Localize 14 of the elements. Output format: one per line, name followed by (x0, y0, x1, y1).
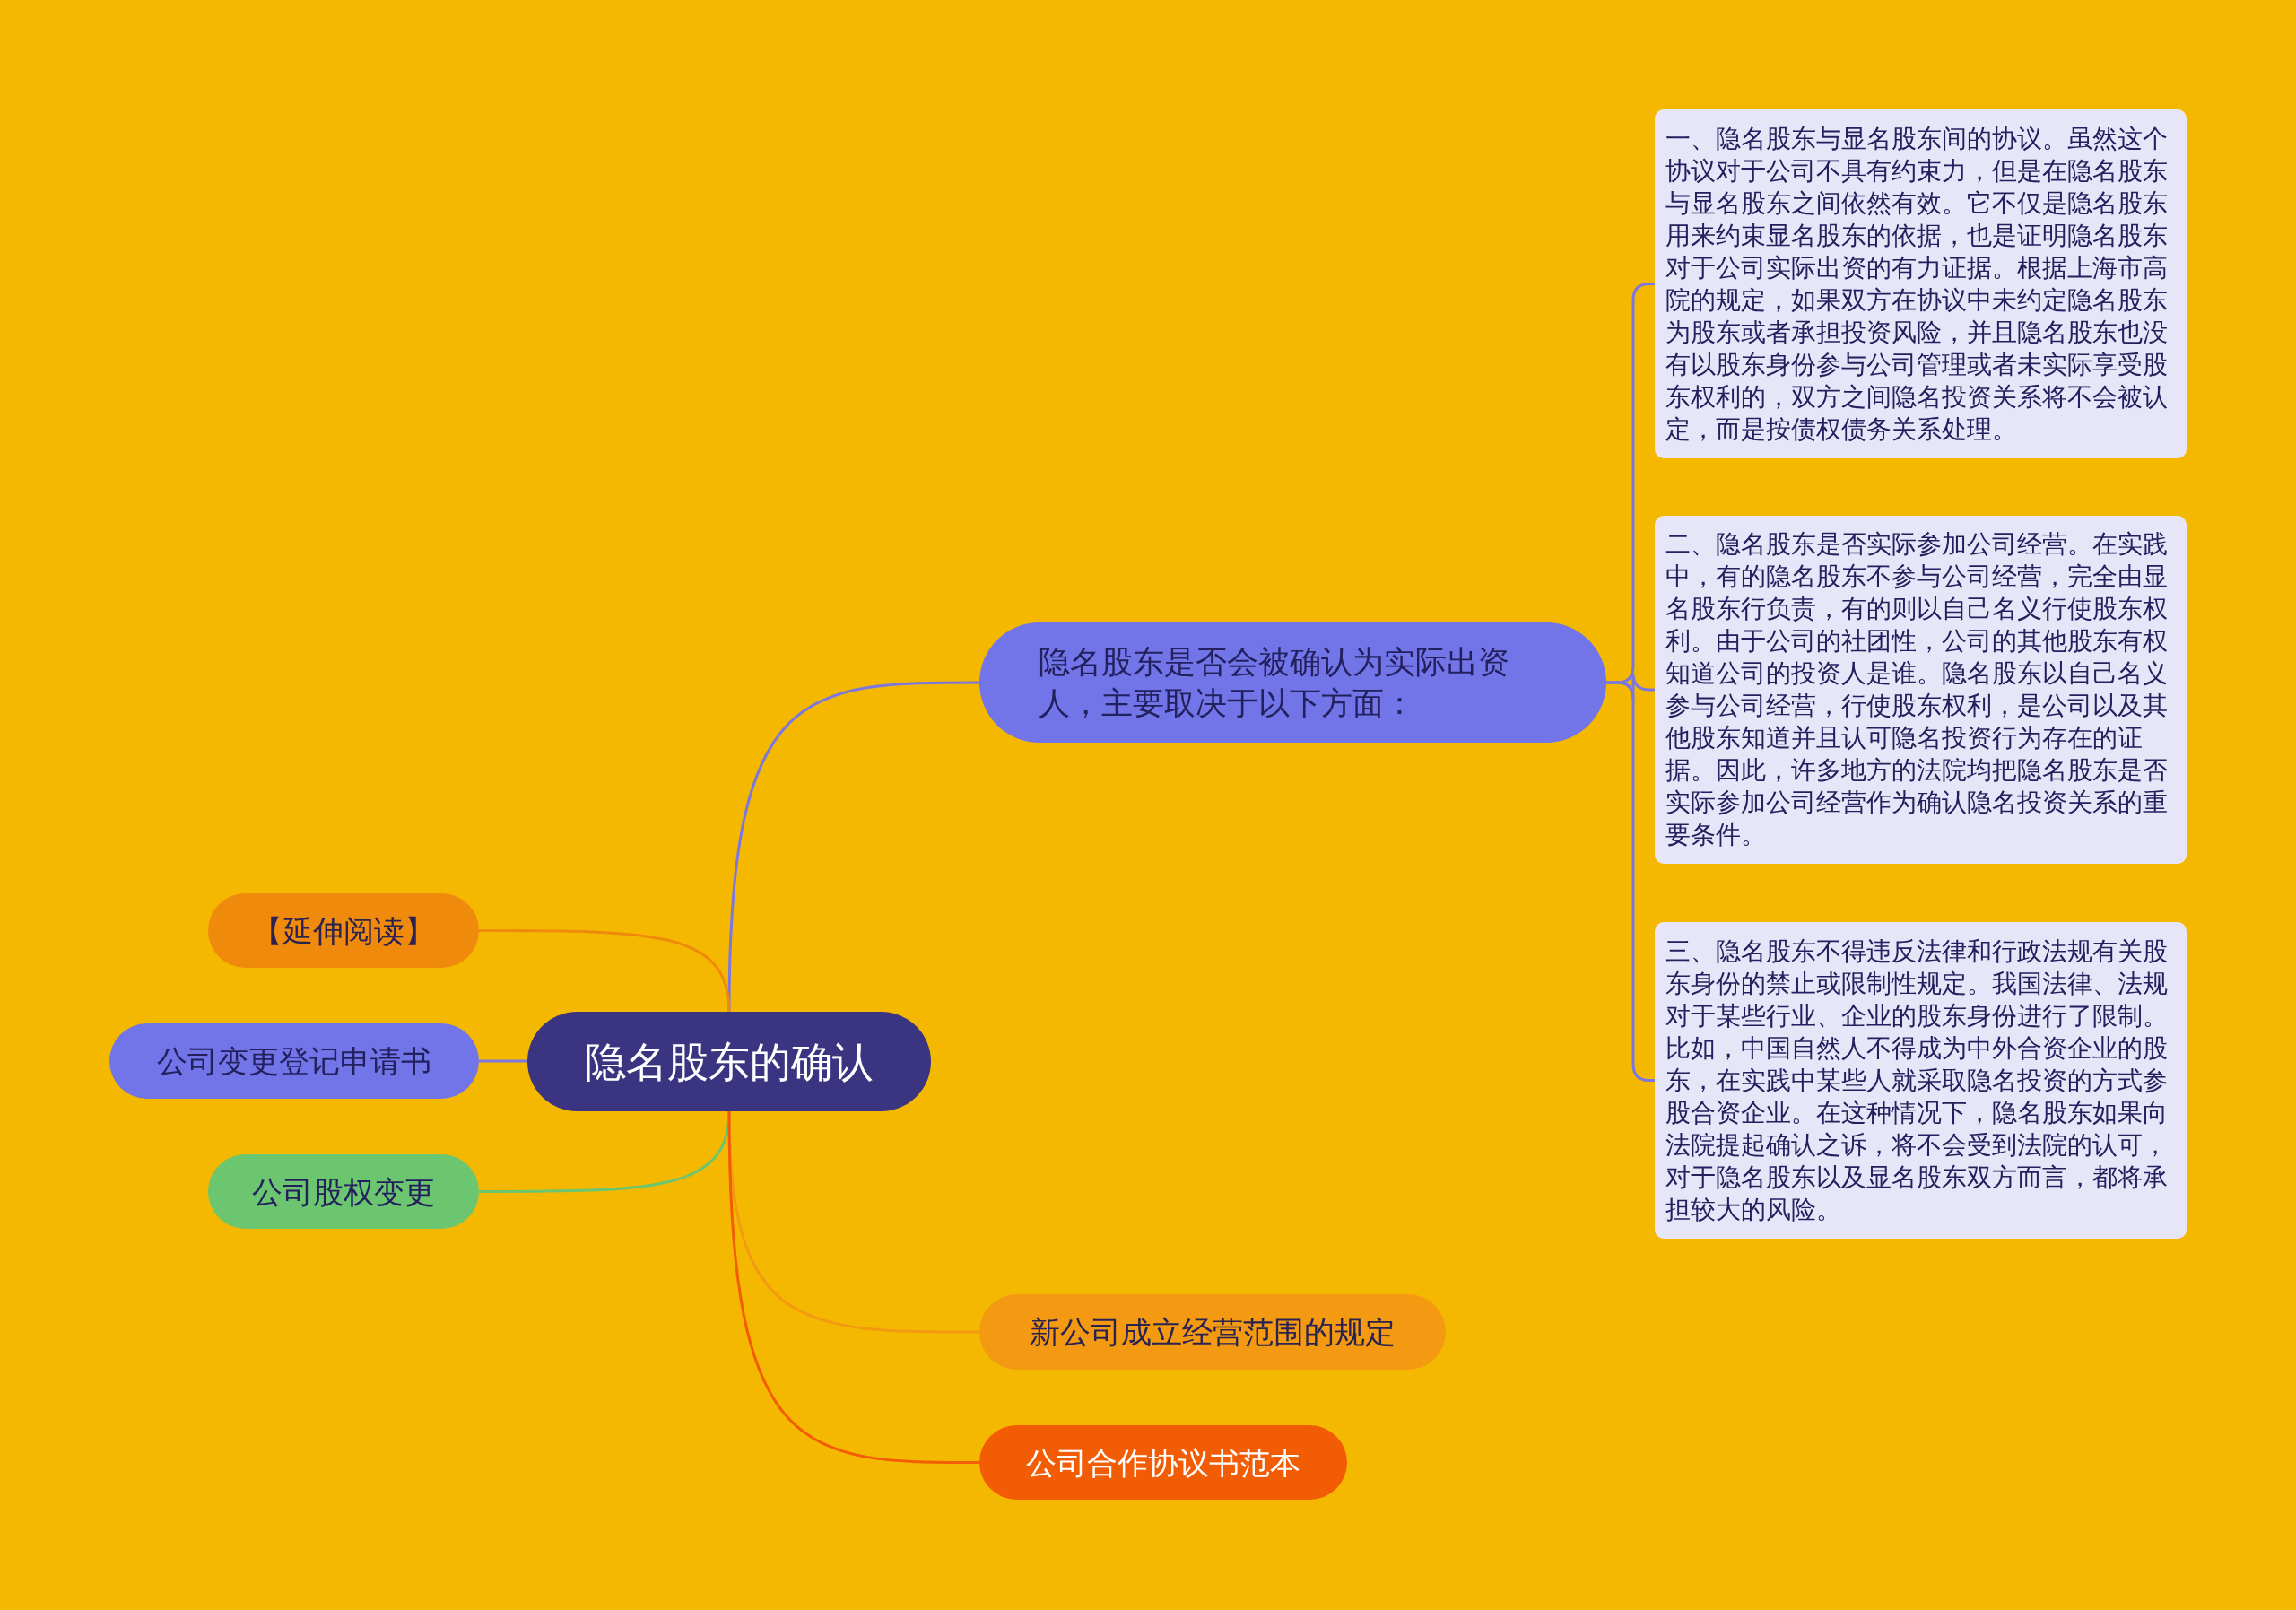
text-card: 二、隐名股东是否实际参加公司经营。在实践中，有的隐名股东不参与公司经营，完全由显名股东行负责，有的则以自己名义行使股东权利。由于公司的社团性，公司的其他股东有权知道公司的投资人是谁。隐名股东以自己名义参与公司经营，行使股东权利，是公司以及其他股东知道并且认可隐名投资行为存在的证据。因此，许多地方的法院均把隐名股东是否实际参加公司经营作为确认隐名投资关系的重要条件。 (1655, 516, 2187, 864)
connector-line (479, 1059, 527, 1063)
root-topic: 隐名股东的确认 (527, 1012, 931, 1111)
topic-box: 公司合作协议书范本 (979, 1425, 1347, 1500)
topic-box: 【延伸阅读】 (208, 893, 479, 968)
text-card: 三、隐名股东不得违反法律和行政法规有关股东身份的禁止或限制性规定。我国法律、法规对于某些行业、企业的股东身份进行了限制。比如，中国自然人不得成为中外合资企业的股东，在实践中某些人就采取隐名投资的方式参股合资企业。在这种情况下，隐名股东如果向法院提起确认之诉，将不会受到法院的认可，对于隐名股东以及显名股东双方而言，都将承担较大的风险。 (1655, 922, 2187, 1239)
connector-line (727, 1110, 979, 1464)
connector-line (727, 681, 979, 1013)
connector-line (479, 1110, 731, 1193)
topic-box: 公司变更登记申请书 (109, 1023, 479, 1099)
topic-box: 公司股权变更 (208, 1154, 479, 1229)
text-card: 一、隐名股东与显名股东间的协议。虽然这个协议对于公司不具有约束力，但是在隐名股东与显名股东之间依然有效。它不仅是隐名股东用来约束显名股东的依据，也是证明隐名股东对于公司实际出资的有力证据。根据上海市高院的规定，如果双方在协议中未约定隐名股东为股东或者承担投资风险，并且隐名股东也没有以股东身份参与公司管理或者未实际享受股东权利的，双方之间隐名投资关系将不会被认定，而是按债权债务关系处理。 (1655, 109, 2187, 458)
topic-box: 隐名股东是否会被确认为实际出资人，主要取决于以下方面： (979, 622, 1606, 743)
topic-box: 新公司成立经营范围的规定 (979, 1294, 1446, 1370)
